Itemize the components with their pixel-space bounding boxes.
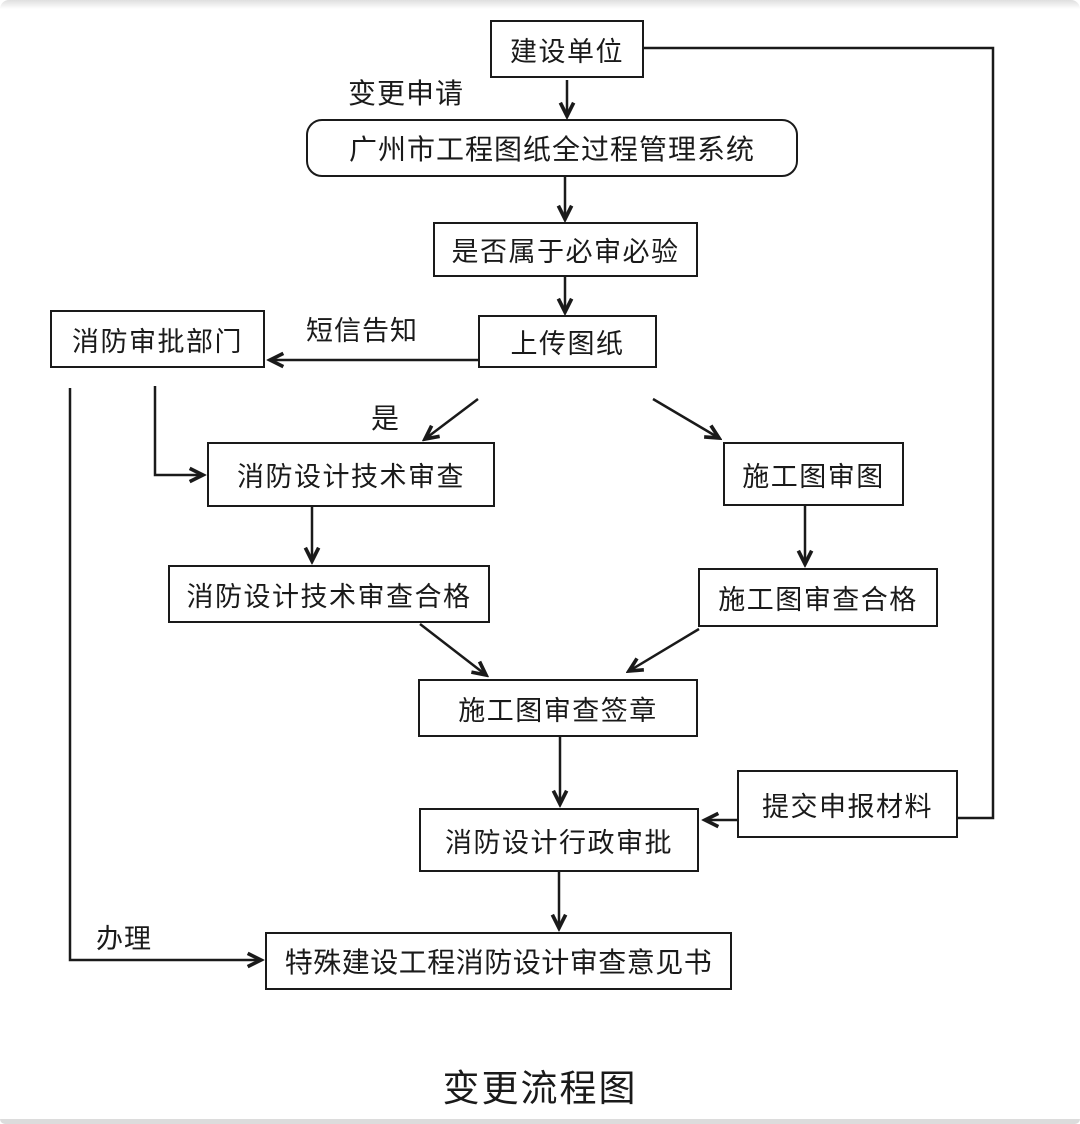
edge-label-handle: 办理	[96, 924, 152, 954]
edge-label-change-application: 变更申请	[348, 79, 465, 110]
edge-label-yes: 是	[371, 404, 401, 435]
node-fire-design-tech-review-pass: 消防设计技术审查合格	[168, 565, 490, 623]
node-construction-unit: 建设单位	[490, 20, 644, 78]
connector-upload-to-tech-review	[425, 398, 479, 439]
node-construction-drawing-review-pass: 施工图审查合格	[698, 568, 938, 627]
edge-label-sms-notification: 短信告知	[306, 316, 418, 346]
node-submit-application-materials: 提交申报材料	[737, 770, 958, 838]
node-fire-design-tech-review: 消防设计技术审查	[207, 442, 495, 507]
page-top-edge	[0, 0, 1080, 9]
node-mandatory-review-check: 是否属于必审必验	[433, 222, 698, 277]
node-construction-drawing-review-seal: 施工图审查签章	[418, 679, 698, 737]
node-special-project-opinion-letter: 特殊建设工程消防设计审查意见书	[265, 932, 732, 990]
connector-unit-to-submit-materials	[643, 46, 995, 820]
node-construction-drawing-review: 施工图审图	[723, 442, 904, 506]
node-management-system: 广州市工程图纸全过程管理系统	[306, 119, 798, 177]
node-fire-design-admin-approval: 消防设计行政审批	[419, 808, 699, 872]
node-upload-drawings: 上传图纸	[478, 315, 657, 368]
node-fire-approval-dept: 消防审批部门	[50, 310, 265, 368]
connector-upload-to-drawing-review	[652, 397, 719, 438]
connector-fire-dept-to-tech-review	[153, 386, 203, 475]
diagram-title: 变更流程图	[442, 1069, 638, 1110]
page-bottom-edge	[0, 1119, 1080, 1124]
connector-drawing-pass-to-seal	[629, 627, 700, 671]
connector-fire-dept-to-opinion-letter	[68, 388, 261, 960]
connector-tech-pass-to-seal	[419, 623, 486, 675]
